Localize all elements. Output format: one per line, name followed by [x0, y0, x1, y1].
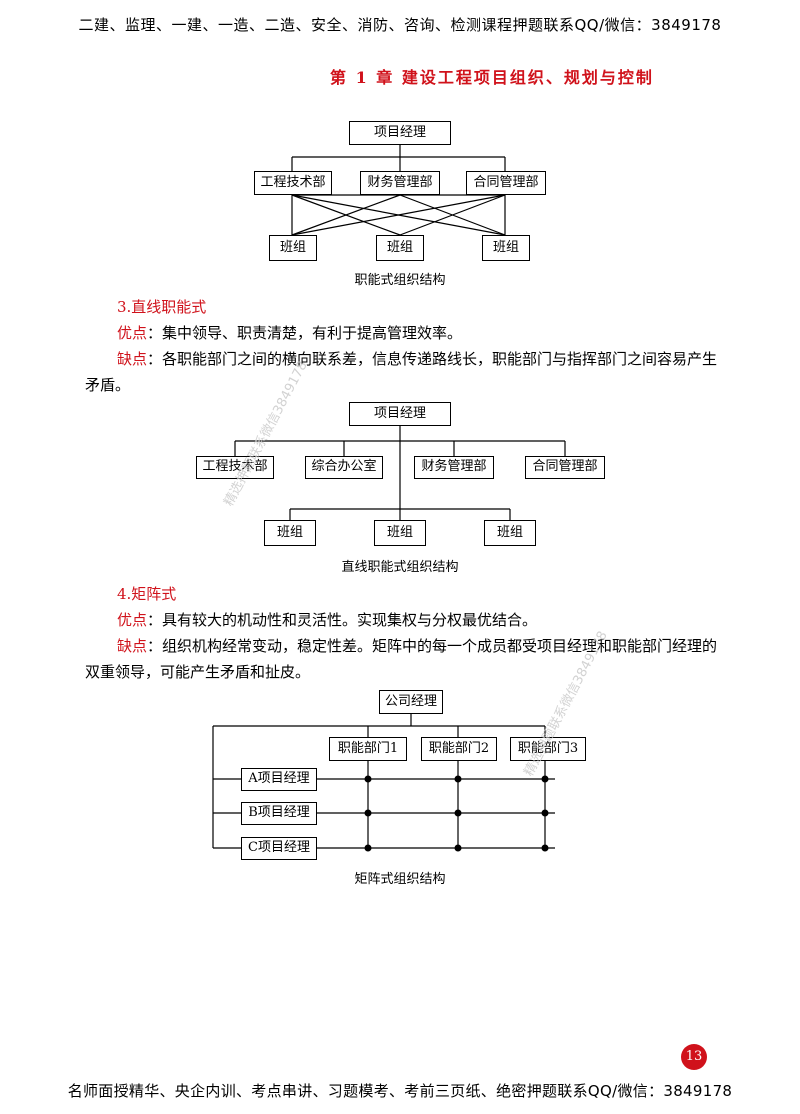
pros-label: 优点 [117, 324, 148, 342]
section4-heading: 4.矩阵式 [117, 585, 177, 603]
cons-label: 缺点 [117, 637, 148, 655]
d1-top-box: 项目经理 [349, 121, 451, 145]
section3-pros: 优点：集中领导、职责清楚，有利于提高管理效率。 [85, 320, 725, 346]
d2-top-box: 项目经理 [349, 402, 451, 426]
top-banner: 二建、监理、一建、一造、二造、安全、消防、咨询、检测课程押题联系QQ/微信：38… [78, 16, 722, 34]
cons-text: ：组织机构经常变动，稳定性差。矩阵中的每一个成员都受项目经理和职能部门经理的双重… [85, 637, 718, 681]
d1-team-box: 班组 [376, 235, 424, 261]
d3-project-box: A项目经理 [241, 768, 317, 791]
d1-team-box: 班组 [482, 235, 530, 261]
cons-label: 缺点 [117, 350, 148, 368]
d2-caption: 直线职能式组织结构 [341, 560, 459, 575]
pros-label: 优点 [117, 611, 148, 629]
d1-dept-box: 工程技术部 [254, 171, 332, 195]
section3-cons: 缺点：各职能部门之间的横向联系差，信息传递路线长，职能部门与指挥部门之间容易产生… [85, 346, 725, 398]
d2-team-box: 班组 [264, 520, 316, 546]
cons-text: ：各职能部门之间的横向联系差，信息传递路线长，职能部门与指挥部门之间容易产生矛盾… [85, 350, 718, 394]
d2-dept-box: 合同管理部 [525, 456, 605, 479]
d2-dept-box: 工程技术部 [196, 456, 274, 479]
section3-heading: 3.直线职能式 [117, 298, 207, 316]
d3-project-box: C项目经理 [241, 837, 317, 860]
d1-caption: 职能式组织结构 [354, 273, 446, 288]
chapter-title: 第 1 章 建设工程项目组织、规划与控制 [330, 68, 654, 87]
pros-text: ：集中领导、职责清楚，有利于提高管理效率。 [147, 324, 463, 342]
d1-dept-box: 合同管理部 [466, 171, 546, 195]
d2-dept-box: 综合办公室 [305, 456, 383, 479]
d1-dept-box: 财务管理部 [360, 171, 440, 195]
page-number: 13 [681, 1044, 707, 1070]
pros-text: ：具有较大的机动性和灵活性。实现集权与分权最优结合。 [147, 611, 538, 629]
d3-project-box: B项目经理 [241, 802, 317, 825]
d3-dept-box: 职能部门3 [510, 737, 586, 761]
section4-cons: 缺点：组织机构经常变动，稳定性差。矩阵中的每一个成员都受项目经理和职能部门经理的… [85, 633, 725, 685]
d3-top-box: 公司经理 [379, 690, 443, 714]
bottom-banner: 名师面授精华、央企内训、考点串讲、习题模考、考前三页纸、绝密押题联系QQ/微信：… [67, 1082, 733, 1100]
d3-dept-box: 职能部门2 [421, 737, 497, 761]
d2-team-box: 班组 [374, 520, 426, 546]
section4-pros: 优点：具有较大的机动性和灵活性。实现集权与分权最优结合。 [85, 607, 725, 633]
d2-dept-box: 财务管理部 [414, 456, 494, 479]
d3-caption: 矩阵式组织结构 [354, 872, 446, 887]
d2-team-box: 班组 [484, 520, 536, 546]
d3-dept-box: 职能部门1 [329, 737, 407, 761]
d1-team-box: 班组 [269, 235, 317, 261]
